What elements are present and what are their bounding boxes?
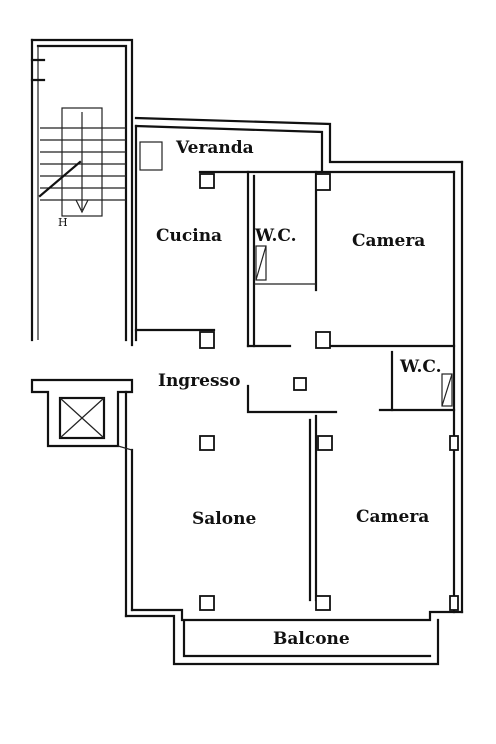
outer-walls xyxy=(117,116,464,666)
pillars xyxy=(199,173,459,611)
stairwell: H xyxy=(30,38,134,347)
elevator-shaft xyxy=(30,378,134,448)
label-wc-2: W.C. xyxy=(399,357,442,377)
label-ingresso: Ingresso xyxy=(158,371,240,391)
label-camera-1: Camera xyxy=(352,231,425,251)
fixtures xyxy=(255,245,453,407)
label-veranda: Veranda xyxy=(175,138,254,158)
stair-mark: H xyxy=(58,216,68,229)
label-camera-2: Camera xyxy=(356,507,429,527)
label-cucina: Cucina xyxy=(156,226,222,246)
label-wc-1: W.C. xyxy=(254,226,297,246)
label-balcone: Balcone xyxy=(273,629,350,649)
interior-walls xyxy=(134,170,456,602)
label-salone: Salone xyxy=(192,509,256,529)
veranda-window xyxy=(139,141,163,171)
